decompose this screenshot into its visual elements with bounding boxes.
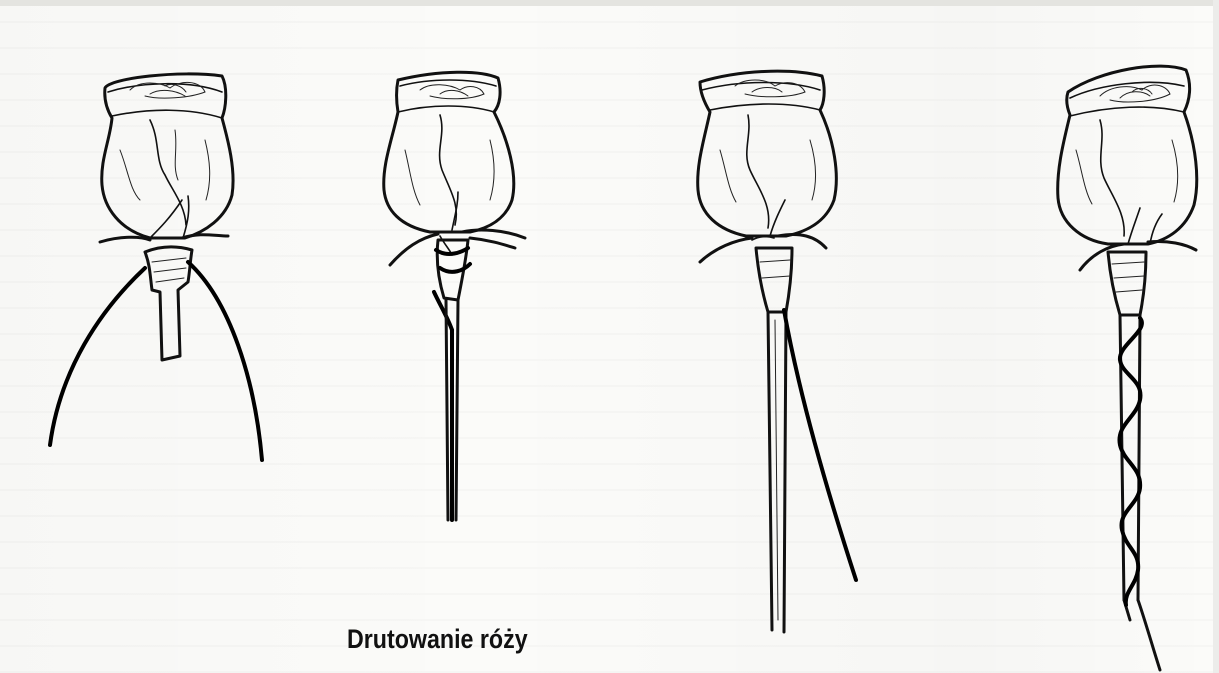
rose-wire-step-4 (1058, 66, 1197, 670)
rose-wire-step-1 (50, 74, 262, 460)
rose-wire-step-3 (698, 71, 856, 632)
figure-caption: Drutowanie róży (347, 624, 528, 655)
rose-wire-step-2 (384, 72, 525, 520)
